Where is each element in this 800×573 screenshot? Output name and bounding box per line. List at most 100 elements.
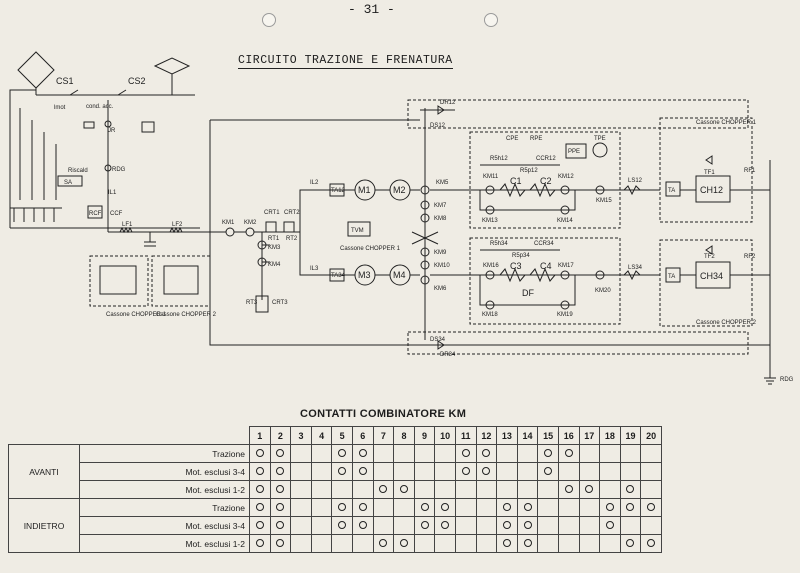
- contact-cell: [640, 462, 662, 481]
- cassone-chopper1-tvm-label: Cassone CHOPPER 1: [340, 246, 401, 252]
- contact-cell: [249, 444, 271, 463]
- closed-contact-marker: [358, 520, 367, 529]
- row-label: Trazione: [79, 498, 250, 517]
- contact-cell: [516, 444, 539, 463]
- contact-cell: [372, 498, 395, 517]
- contact-cell: [249, 462, 271, 481]
- contact-cell: [454, 516, 477, 535]
- cond-acc-label: cond. acc.: [86, 104, 114, 110]
- ls34-label: LS34: [628, 265, 643, 271]
- chopper1-enclosure: [659, 117, 753, 223]
- contact-cell: [578, 534, 601, 553]
- contact-cell: [290, 498, 312, 517]
- column-header: 17: [578, 426, 601, 445]
- contact-cell: [537, 444, 559, 463]
- km7-label: KM7: [434, 203, 447, 209]
- m4-label: M4: [393, 270, 406, 280]
- tf1-label: TF1: [704, 170, 715, 176]
- column-header: 8: [393, 426, 415, 445]
- contact-cell: [599, 498, 621, 517]
- contact-cell: [351, 516, 374, 535]
- contact-cell: [351, 462, 374, 481]
- contact-cell: [537, 516, 559, 535]
- contact-cell: [310, 516, 333, 535]
- contact-cell: [331, 498, 353, 517]
- closed-contact-marker: [647, 538, 656, 547]
- contact-cell: [578, 498, 601, 517]
- table-row: Mot. esclusi 1-2: [9, 480, 662, 499]
- dr12-label: DR12: [440, 100, 456, 106]
- c3-label: C3: [510, 261, 522, 271]
- closed-contact-marker: [338, 502, 347, 511]
- closed-contact-marker: [276, 448, 285, 457]
- cassone-chopper2-label: Cassone CHOPPER 2: [156, 312, 217, 318]
- column-header: 1: [249, 426, 271, 445]
- dr34-label: DR34: [440, 352, 456, 358]
- contact-cell: [496, 480, 518, 499]
- contact-cell: [640, 444, 662, 463]
- km3-label: KM3: [268, 245, 281, 251]
- il2-label: IL2: [310, 180, 319, 186]
- closed-contact-marker: [255, 484, 264, 493]
- km5-label: KM5: [436, 180, 449, 186]
- contact-cell: [290, 444, 312, 463]
- c2-label: C2: [540, 176, 552, 186]
- contact-cell: [599, 462, 621, 481]
- column-header: 18: [599, 426, 621, 445]
- contact-cell: [331, 462, 353, 481]
- contact-cell: [640, 516, 662, 535]
- ta-upper-label: TA: [668, 188, 675, 194]
- contact-cell: [393, 498, 415, 517]
- column-header: 6: [351, 426, 374, 445]
- contact-cell: [475, 498, 498, 517]
- tvm-label: TVM: [351, 228, 364, 234]
- closed-contact-marker: [420, 520, 429, 529]
- ta-lower-label: TA: [668, 274, 675, 280]
- contact-cell: [310, 480, 333, 499]
- closed-contact-marker: [585, 484, 594, 493]
- contact-cell: [454, 498, 477, 517]
- cassone-chopper1-label: Cassone CHOPPER 1: [106, 312, 167, 318]
- closed-contact-marker: [564, 484, 573, 493]
- km13-label: KM13: [482, 218, 498, 224]
- closed-contact-marker: [502, 520, 511, 529]
- contact-cell: [557, 480, 580, 499]
- r5h12-label: R5h12: [490, 156, 508, 162]
- contact-cell: [557, 534, 580, 553]
- column-header: 13: [496, 426, 518, 445]
- contact-cell: [557, 444, 580, 463]
- column-header: 12: [475, 426, 498, 445]
- column-header: 9: [413, 426, 436, 445]
- contact-cell: [496, 462, 518, 481]
- m3-label: M3: [358, 270, 371, 280]
- contact-cell: [413, 516, 436, 535]
- column-header: 7: [372, 426, 395, 445]
- cassone-chopper1-right-label: Cassone CHOPPER 1: [696, 120, 757, 126]
- rdg-ground-label: RDG: [780, 377, 794, 383]
- closed-contact-marker: [338, 448, 347, 457]
- contact-cell: [249, 498, 271, 517]
- rf2-label: RF2: [744, 254, 756, 260]
- closed-contact-marker: [358, 502, 367, 511]
- contact-cell: [578, 480, 601, 499]
- contact-cell: [413, 480, 436, 499]
- closed-contact-marker: [399, 484, 408, 493]
- closed-contact-marker: [544, 466, 553, 475]
- closed-contact-marker: [255, 502, 264, 511]
- contact-cell: [351, 498, 374, 517]
- contact-cell: [599, 444, 621, 463]
- contact-cell: [537, 462, 559, 481]
- contact-cell: [454, 534, 477, 553]
- circuit-schematic: CS1 CS2 lmot cond. acc. JR RDG Riscald S…: [9, 51, 794, 385]
- braking-unit-12: [469, 131, 621, 229]
- table-row: Mot. esclusi 1-2: [9, 534, 662, 553]
- contact-cell: [434, 498, 456, 517]
- rf1-label: RF1: [744, 168, 756, 174]
- rcf-label: RCF: [89, 211, 102, 217]
- closed-contact-marker: [420, 502, 429, 511]
- jr-label: JR: [108, 128, 116, 134]
- pantograph-right: [153, 57, 191, 95]
- tpe-label: TPE: [594, 136, 606, 142]
- contact-cell: [249, 534, 271, 553]
